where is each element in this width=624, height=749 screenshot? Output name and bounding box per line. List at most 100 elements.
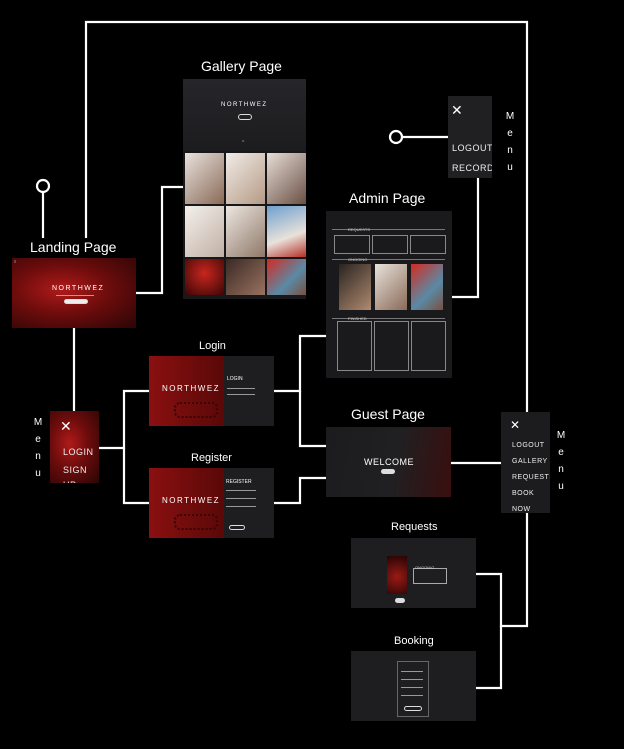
landing-menu-icon: ≡ — [14, 259, 17, 264]
connector-menu-booking — [476, 626, 503, 690]
connector-landing-gallery — [136, 185, 184, 295]
booking-form — [397, 661, 429, 717]
connector-register-guest — [274, 476, 326, 505]
booking-submit-button — [404, 706, 422, 711]
guest-menu-item-logout[interactable]: LOGOUT — [512, 442, 545, 449]
admin-finished-card — [374, 321, 409, 371]
connector-menu-requests — [476, 513, 529, 628]
login-field — [227, 394, 255, 395]
admin-ongoing-photo — [339, 264, 371, 310]
guest-menu-item-gallery[interactable]: GALLERY — [512, 458, 548, 465]
label-requests: Requests — [391, 521, 438, 533]
connector-menu-register — [122, 448, 149, 505]
admin-divider — [332, 229, 445, 230]
admin-section-requests: REQUESTS — [348, 227, 371, 232]
login-chain-decor — [174, 402, 218, 418]
connector-login-admin — [274, 334, 326, 393]
requests-page-thumbnail: ONGOING — [351, 538, 476, 608]
booking-field — [401, 695, 423, 696]
label-landing-page: Landing Page — [30, 239, 117, 255]
booking-page-thumbnail — [351, 651, 476, 721]
register-brand: NORTHWEZ — [162, 496, 221, 505]
admin-divider — [332, 318, 445, 319]
admin-pin-circle — [388, 129, 404, 145]
gallery-photo — [185, 206, 224, 257]
register-field — [226, 498, 256, 499]
landing-page-thumbnail: NORTHWEZ ≡ — [12, 258, 136, 328]
gallery-scroll-up-icon: ^ — [242, 140, 245, 146]
landing-tagline — [56, 295, 94, 296]
admin-ongoing-photo — [411, 264, 443, 310]
gallery-header-button — [238, 114, 252, 120]
label-register: Register — [191, 452, 232, 464]
landing-menu-item-login[interactable]: LOGIN — [63, 447, 94, 457]
landing-pin-circle — [35, 178, 51, 194]
booking-field — [401, 671, 423, 672]
landing-menu-panel: ✕ LOGIN SIGN UP — [50, 411, 99, 483]
gallery-photo — [226, 153, 265, 204]
guest-menu-item-book-now[interactable]: BOOK NOW — [512, 490, 535, 513]
gallery-photo-grid — [185, 153, 306, 299]
admin-request-card — [334, 235, 370, 254]
register-field — [226, 506, 256, 507]
register-title: REGISTER — [226, 479, 252, 485]
admin-finished-card — [337, 321, 372, 371]
label-gallery-page: Gallery Page — [201, 58, 282, 74]
gallery-photo — [226, 206, 265, 257]
gallery-photo — [185, 153, 224, 204]
admin-divider — [332, 259, 445, 260]
label-login: Login — [199, 340, 226, 352]
requests-photo — [387, 556, 407, 594]
connector-top-loop — [84, 20, 529, 412]
admin-menu-vertical-label: M e n u — [505, 111, 515, 173]
gallery-photo — [267, 206, 306, 257]
label-booking: Booking — [394, 635, 434, 647]
gallery-brand: NORTHWEZ — [221, 102, 268, 108]
connector-admin-menu — [452, 178, 480, 299]
gallery-photo — [267, 259, 306, 295]
gallery-photo — [267, 153, 306, 204]
requests-ongoing-label: ONGOING — [415, 565, 435, 570]
admin-ongoing-photo — [375, 264, 407, 310]
admin-menu-panel: ✕ LOGOUT RECORDS — [448, 96, 492, 178]
guest-welcome-text: WELCOME — [364, 457, 415, 467]
admin-page-thumbnail: REQUESTS ONGOING FINISHED — [326, 211, 452, 378]
label-guest-page: Guest Page — [351, 406, 425, 422]
register-chain-decor — [174, 514, 218, 530]
admin-request-card — [410, 235, 446, 254]
booking-field — [401, 687, 423, 688]
login-brand: NORTHWEZ — [162, 384, 221, 393]
landing-menu-vertical-label: M e n u — [33, 417, 43, 479]
admin-menu-item-records[interactable]: RECORDS — [452, 163, 492, 173]
guest-menu-vertical-label: M e n u — [556, 430, 566, 492]
landing-menu-close-icon[interactable]: ✕ — [60, 418, 72, 434]
admin-finished-card — [411, 321, 446, 371]
login-title: LOGIN — [227, 376, 243, 382]
admin-section-finished: FINISHED — [348, 316, 367, 321]
connector-login-guest — [298, 391, 326, 448]
guest-menu-close-icon[interactable]: ✕ — [510, 418, 521, 432]
guest-menu-item-requests[interactable]: REQUESTS — [512, 474, 550, 481]
admin-menu-close-icon[interactable]: ✕ — [451, 102, 463, 118]
requests-ongoing-card — [413, 568, 447, 584]
gallery-photo — [226, 259, 265, 295]
login-page-thumbnail: NORTHWEZ LOGIN — [149, 356, 274, 426]
landing-menu-item-signup[interactable]: SIGN UP — [63, 465, 88, 483]
guest-menu-panel: ✕ LOGOUT GALLERY REQUESTS BOOK NOW — [501, 412, 550, 513]
gallery-header — [183, 79, 306, 151]
label-admin-page: Admin Page — [349, 190, 426, 206]
admin-menu-item-logout[interactable]: LOGOUT — [452, 143, 492, 153]
booking-field — [401, 679, 423, 680]
register-field — [226, 490, 256, 491]
admin-section-ongoing: ONGOING — [348, 257, 368, 262]
gallery-page-thumbnail: NORTHWEZ ^ — [183, 79, 306, 299]
register-page-thumbnail: NORTHWEZ REGISTER — [149, 468, 274, 538]
admin-request-card — [372, 235, 408, 254]
register-submit-button — [229, 525, 245, 530]
requests-button — [395, 598, 405, 603]
landing-brand: NORTHWEZ — [52, 285, 105, 292]
connector-menu-login — [99, 389, 149, 450]
guest-cta-button — [381, 469, 395, 474]
guest-page-thumbnail: WELCOME — [326, 427, 451, 497]
